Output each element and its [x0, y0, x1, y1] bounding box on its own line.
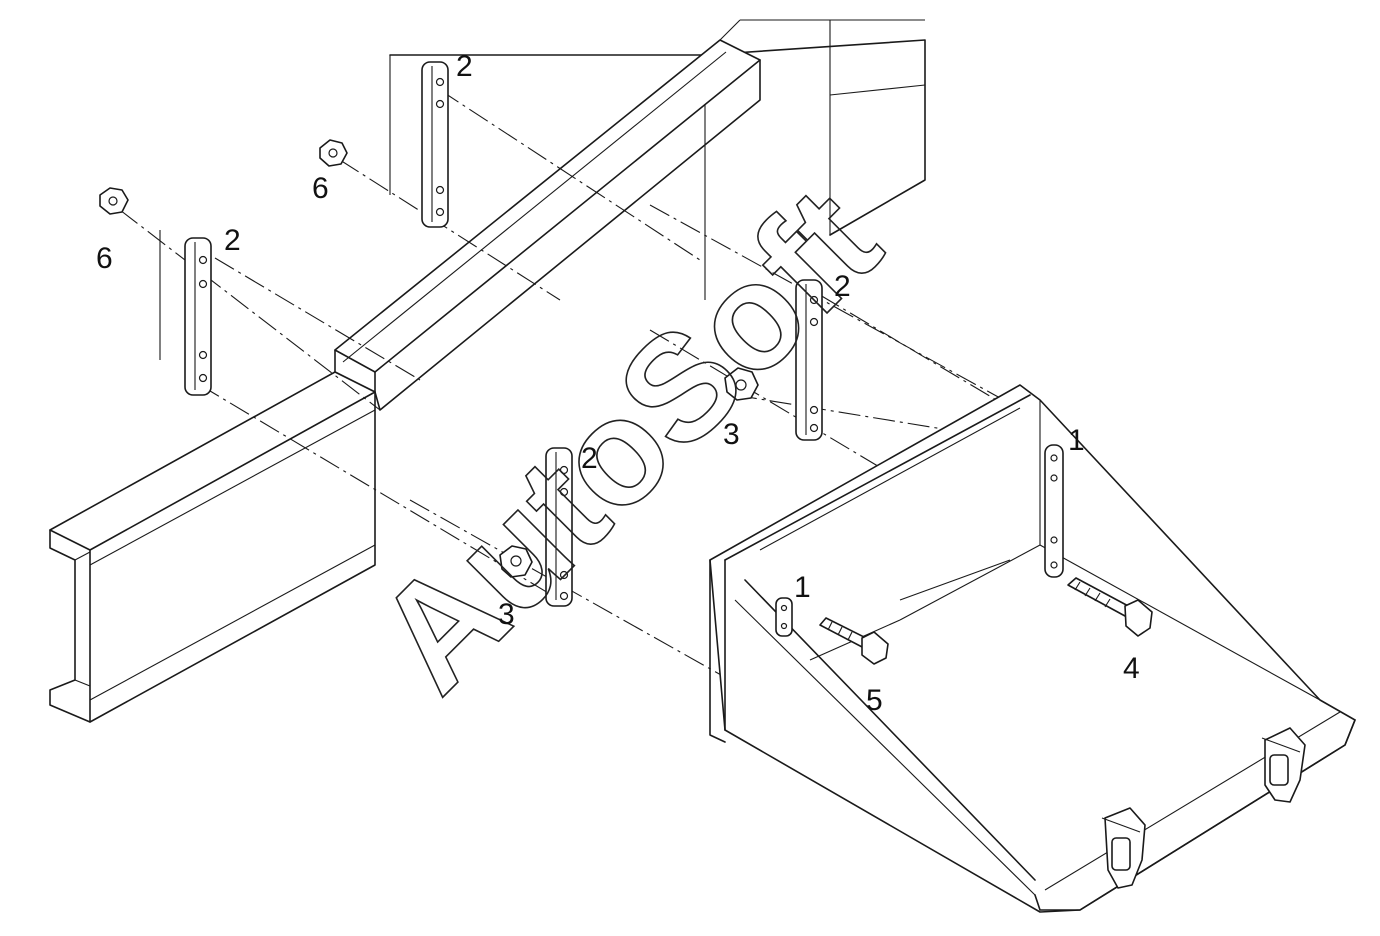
nut-3-left [499, 545, 533, 578]
main-frame-rail [49, 230, 376, 723]
battery-box [709, 384, 1356, 913]
callout-6-left: 6 [96, 242, 113, 275]
strap-1-right [1044, 444, 1064, 578]
callout-4: 4 [1123, 652, 1140, 685]
bracket-2-right [795, 279, 823, 441]
strap-1-left [775, 597, 793, 637]
bracket-2-middle [545, 447, 573, 607]
bolt-5 [819, 617, 889, 665]
bracket-2-top [421, 61, 449, 228]
bolt-4 [1067, 577, 1153, 637]
nut-6-top [319, 139, 348, 167]
callout-5: 5 [866, 684, 883, 717]
callout-2-left: 2 [224, 224, 241, 257]
bracket-2-left [184, 237, 212, 396]
callout-1-right: 1 [1068, 424, 1085, 457]
latch-right [1261, 727, 1306, 803]
nut-6-left [99, 187, 129, 215]
callout-2-right: 2 [834, 270, 851, 303]
callout-2-middle: 2 [581, 442, 598, 475]
callout-2-top: 2 [456, 50, 473, 83]
nut-3-right [724, 367, 759, 401]
callout-6-top: 6 [312, 172, 329, 205]
callout-1-left: 1 [794, 571, 811, 604]
diagonal-rail [334, 39, 761, 411]
callout-3-right: 3 [723, 418, 740, 451]
callout-3-left: 3 [498, 598, 515, 631]
latch-left [1101, 807, 1146, 889]
